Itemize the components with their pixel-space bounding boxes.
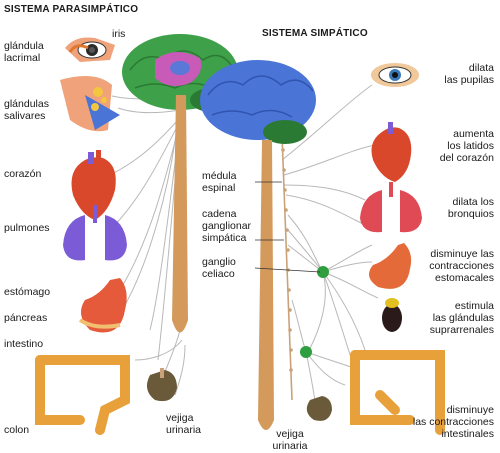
salivary-glands: [60, 76, 120, 132]
right-lungs: [360, 182, 422, 233]
label-medula: médula espinal: [202, 170, 237, 194]
label-glandula-lacrimal: glándula lacrimal: [4, 40, 44, 64]
label-pointers: [254, 181, 321, 273]
title-sympathetic: SISTEMA SIMPÁTICO: [262, 28, 368, 39]
left-heart: [71, 150, 116, 220]
right-stomach: [369, 243, 412, 289]
label-pancreas: páncreas: [4, 312, 48, 324]
label-dilata-pupilas: dilata las pupilas: [444, 62, 494, 86]
left-eye: [65, 37, 115, 62]
right-heart: [371, 122, 412, 182]
sympathetic-chain: [281, 134, 293, 401]
right-bladder: [306, 396, 332, 421]
label-iris: iris: [112, 28, 126, 40]
right-colon: [350, 350, 445, 435]
left-stomach: [78, 278, 127, 333]
left-bladder: [146, 368, 177, 402]
mesenteric-ganglion: [300, 346, 312, 358]
left-spinal-cord: [172, 95, 188, 333]
label-disminuye-intestinales: disminuye las contracciones intestinales: [412, 404, 494, 440]
celiac-ganglion: [317, 266, 329, 278]
left-colon: [35, 355, 130, 435]
label-disminuye-estomacales: disminuye las contracciones estomacales: [429, 248, 494, 284]
adrenal-kidney: [382, 298, 402, 332]
right-eye: [371, 63, 419, 87]
title-parasympathetic: SISTEMA PARASIMPÁTICO: [4, 4, 139, 15]
label-colon: colon: [4, 424, 30, 436]
label-estimula-suprarrenales: estimula las glándulas suprarrenales: [429, 300, 494, 336]
label-cadena: cadena ganglionar simpática: [202, 208, 252, 244]
label-glandulas-salivares: glándulas salivares: [4, 98, 49, 122]
left-lungs: [63, 205, 127, 261]
label-pulmones: pulmones: [4, 222, 50, 234]
label-vejiga-left: vejiga urinaria: [166, 412, 202, 436]
label-aumenta-latidos: aumenta los latidos del corazón: [439, 128, 494, 164]
label-corazon: corazón: [4, 168, 42, 180]
label-intestino: intestino: [4, 338, 44, 350]
label-vejiga-mid: vejiga urinaria: [272, 428, 308, 452]
right-brain: [200, 60, 316, 144]
label-estomago: estómago: [4, 286, 51, 298]
label-dilata-bronquios: dilata los bronquios: [447, 196, 494, 220]
label-ganglio: ganglio celiaco: [202, 256, 236, 280]
right-spinal-cord: [258, 140, 274, 430]
